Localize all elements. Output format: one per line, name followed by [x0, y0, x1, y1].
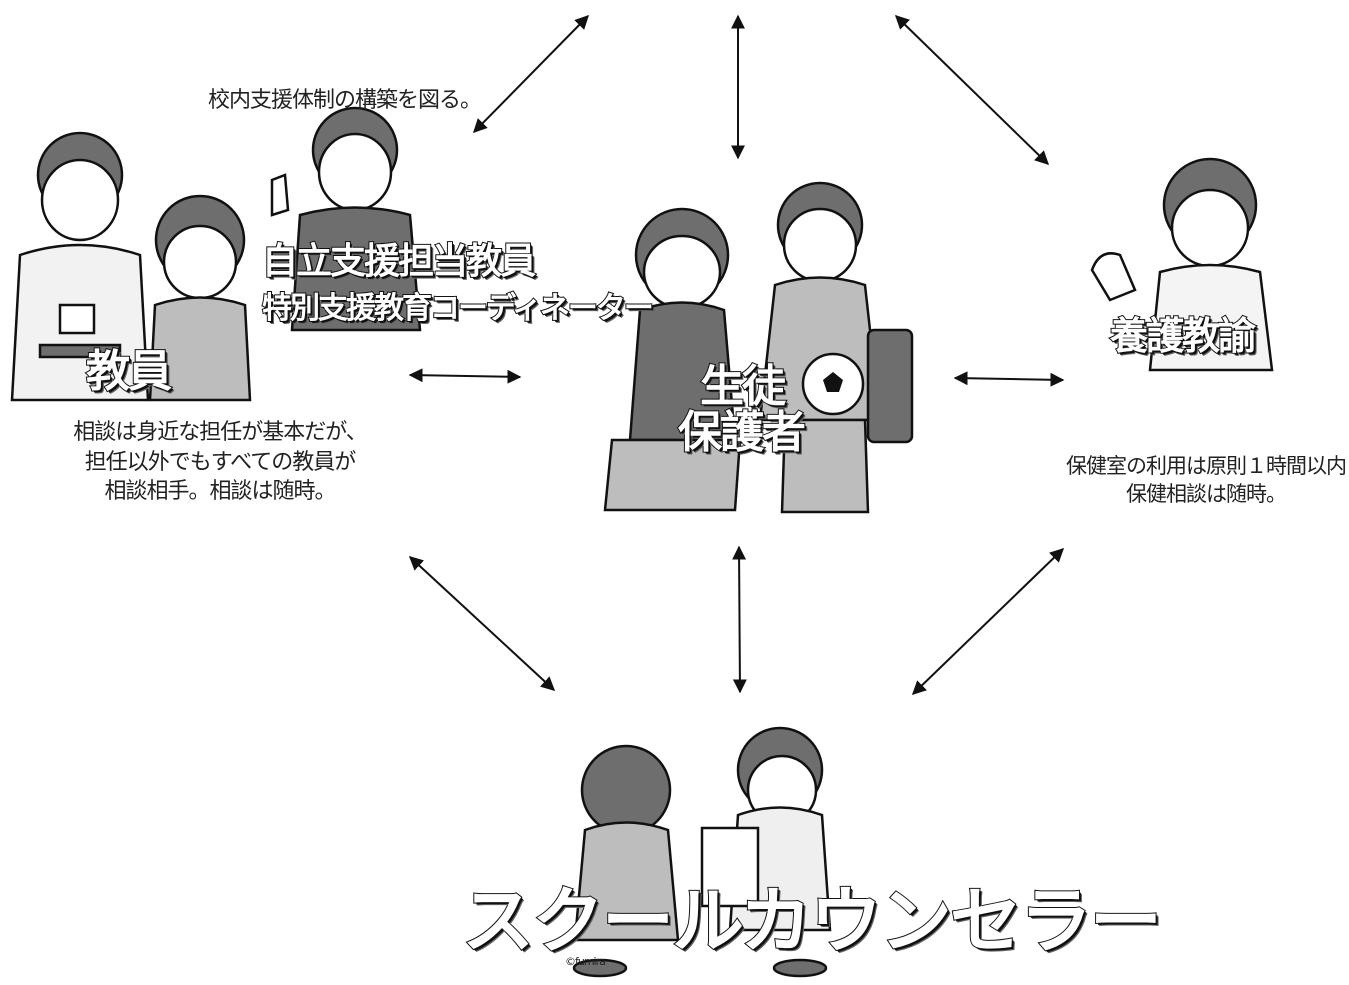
students-illustration	[603, 181, 914, 514]
counselor-label: スクールカウンセラー	[461, 878, 1163, 964]
arrow-teachers-to-students	[408, 368, 522, 384]
teachers-note-line2: 担任以外でもすべての教員が	[84, 449, 357, 475]
teachers-note: 相談は身近な担任が基本だが、 担任以外でもすべての教員が 相談相手。相談は随時。	[40, 418, 400, 507]
teachers-label: 教員	[85, 345, 173, 398]
teachers-note-line1: 相談は身近な担任が基本だが、	[73, 420, 368, 445]
students-label-line1: 生徒	[699, 360, 787, 413]
students-label-line2: 保護者	[677, 406, 807, 459]
arrow-nurse-to-top	[894, 15, 1050, 165]
teachers-illustration	[10, 106, 422, 402]
credit-text: ©fumira	[565, 955, 606, 968]
nurse-label: 養護教諭	[1109, 313, 1257, 359]
support-teacher-label-line1: 自立支援担当教員	[261, 240, 537, 283]
arrow-support-to-top	[473, 15, 589, 133]
counselor-illustration	[572, 726, 832, 978]
arrow-students-to-counselor	[732, 545, 747, 694]
arrow-teachers-to-counselor	[408, 556, 556, 691]
nurse-illustration	[1090, 157, 1274, 372]
support-teacher-label-line2: 特別支援教育コーディネーター	[261, 290, 655, 327]
connector-arrows	[408, 14, 1065, 695]
nurse-note-line2: 保健相談は随時。	[1126, 482, 1287, 507]
teachers-note-line3: 相談相手。相談は随時。	[104, 479, 336, 505]
arrow-students-to-nurse	[953, 371, 1065, 387]
nurse-note: 保健室の利用は原則１時間以内 保健相談は随時。	[1065, 452, 1347, 509]
support-teacher-note: 校内支援体制の構築を図る。	[208, 88, 482, 113]
nurse-note-line1: 保健室の利用は原則１時間以内	[1066, 454, 1347, 478]
arrow-nurse-to-counselor	[911, 548, 1065, 695]
